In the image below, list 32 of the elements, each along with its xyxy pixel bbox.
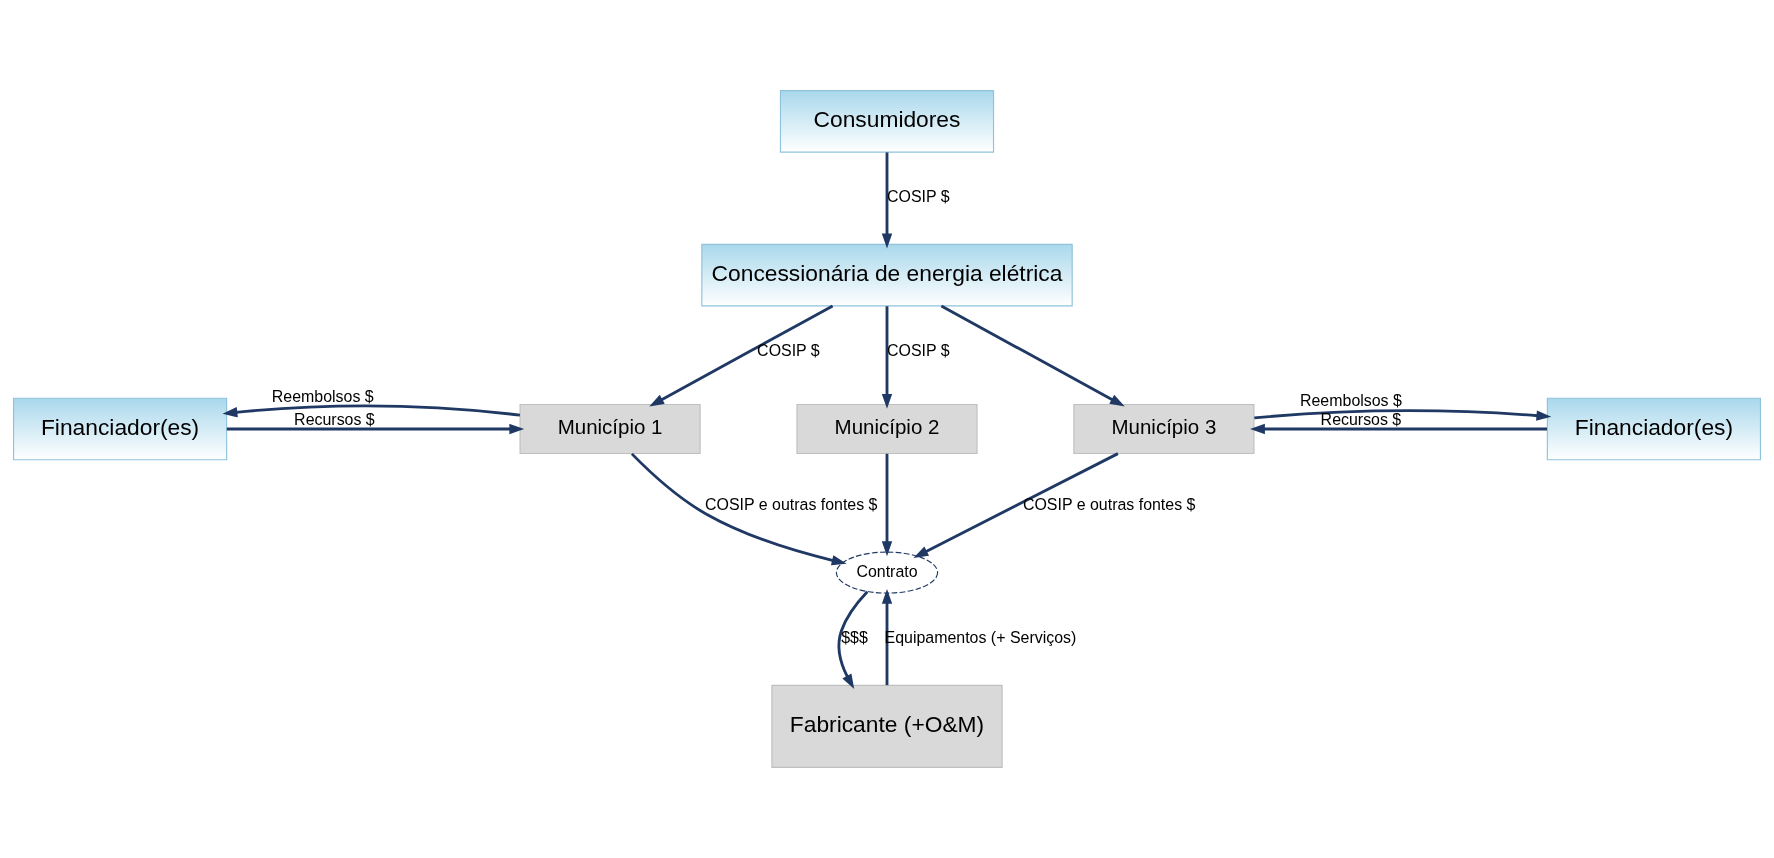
- arrow: [1250, 423, 1547, 435]
- edge-label: Recursos $: [1320, 410, 1402, 428]
- arrow: [226, 423, 525, 435]
- arrow: [940, 304, 1125, 407]
- edge-label: COSIP e outras fontes $: [1022, 496, 1196, 514]
- arrow: [881, 306, 893, 409]
- arrow: [837, 590, 869, 689]
- edge-label: Recursos $: [294, 410, 375, 428]
- arrow: [881, 453, 893, 557]
- node-box: Financiador(es): [1546, 397, 1761, 461]
- edge-label: $$$: [841, 629, 868, 647]
- arrow: [913, 452, 1119, 558]
- arrow: [222, 404, 521, 418]
- node-box: Consumidores: [779, 90, 995, 153]
- edge-label: COSIP $: [887, 188, 950, 206]
- arrow: [649, 304, 834, 407]
- edge-label: COSIP $: [887, 342, 950, 360]
- node-box: Município 2: [796, 403, 978, 455]
- arrow: [881, 588, 893, 686]
- node-box: Financiador(es): [13, 397, 228, 461]
- node-box: Município 1: [519, 403, 701, 455]
- arrow: [1254, 409, 1552, 421]
- arrow: [630, 452, 847, 566]
- edge-label: Reembolsos $: [271, 387, 374, 405]
- node-box: Fabricante (+O&M): [771, 684, 1003, 768]
- arrow: [881, 152, 893, 249]
- edge-label: COSIP e outras fontes $: [705, 496, 878, 514]
- node-box: Concessionária de energia elétrica: [701, 243, 1073, 307]
- node-ellipse: Contrato: [835, 551, 939, 594]
- edge-label: COSIP $: [757, 342, 820, 360]
- edge-label: Reembolsos $: [1300, 392, 1402, 410]
- node-box: Município 3: [1073, 403, 1255, 455]
